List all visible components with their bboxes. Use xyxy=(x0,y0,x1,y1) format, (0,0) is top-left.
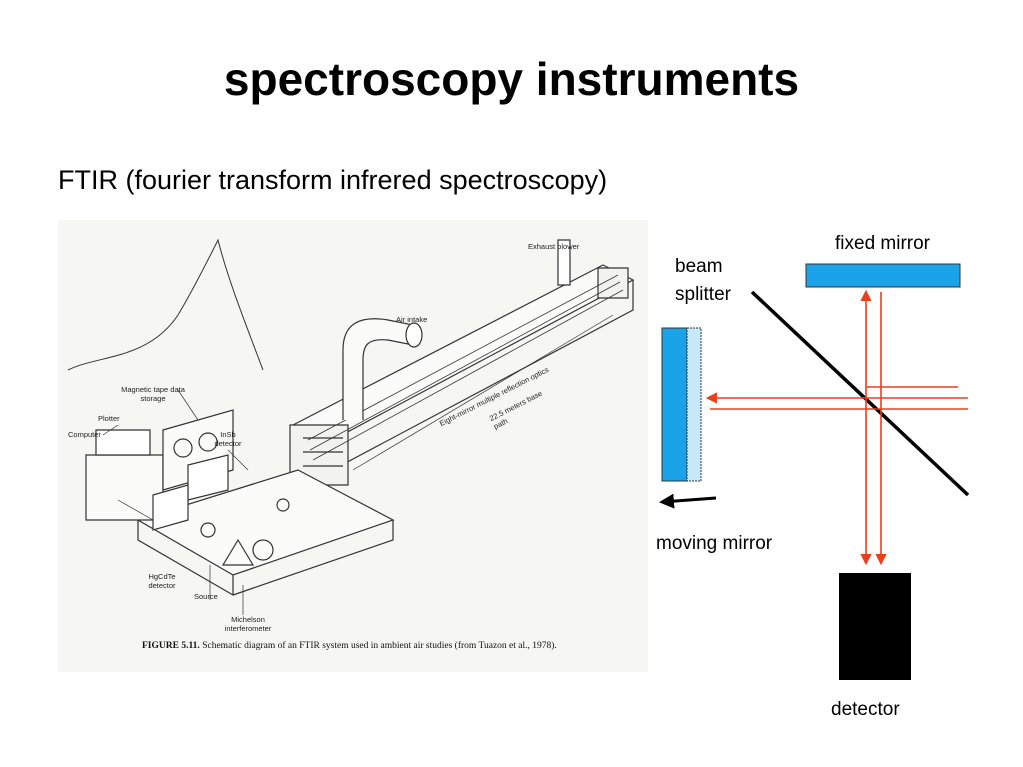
label-beam: beam xyxy=(675,256,723,277)
ftir-system-figure: Exhaust blower Air intake Magnetic tape … xyxy=(58,220,648,672)
caption-text: Schematic diagram of an FTIR system used… xyxy=(202,641,557,651)
label-moving-mirror: moving mirror xyxy=(656,533,773,554)
ftir-system-drawing xyxy=(67,238,635,615)
label-detector: detector xyxy=(831,699,900,720)
label-hgcdte-detector: HgCdTe detector xyxy=(148,572,176,590)
label-splitter: splitter xyxy=(675,284,731,305)
label-air-intake: Air intake xyxy=(396,315,428,324)
slide-subtitle: FTIR (fourier transform infrered spectro… xyxy=(58,165,608,195)
label-fixed-mirror: fixed mirror xyxy=(835,233,931,254)
label-insb-detector: InSb detector xyxy=(214,430,242,448)
detector-block xyxy=(839,573,911,680)
label-michelson-interferometer: Michelson interferometer xyxy=(224,615,272,633)
label-source: Source xyxy=(194,592,218,601)
beam-paths xyxy=(705,289,968,566)
label-computer: Computer xyxy=(68,430,101,439)
caption-label: FIGURE 5.11. xyxy=(142,641,200,651)
moving-mirror xyxy=(661,327,688,482)
label-magnetic-tape: Magnetic tape data storage xyxy=(121,385,185,403)
beam-splitter xyxy=(750,290,970,497)
label-exhaust-blower: Exhaust blower xyxy=(528,242,580,251)
label-plotter: Plotter xyxy=(98,414,120,423)
figure-caption: FIGURE 5.11. Schematic diagram of an FTI… xyxy=(142,640,612,653)
fixed-mirror xyxy=(805,263,961,288)
moving-mirror-displacement xyxy=(686,327,702,482)
slide-title: spectroscopy instruments xyxy=(223,53,800,105)
moving-direction-arrow xyxy=(659,493,717,509)
